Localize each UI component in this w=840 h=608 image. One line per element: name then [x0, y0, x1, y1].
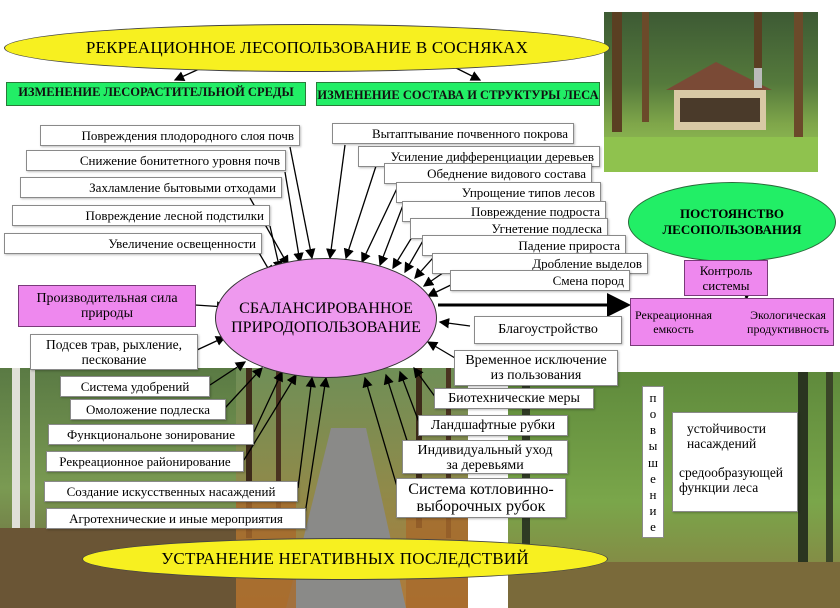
productive-force-line-1: Производительная сила	[36, 291, 178, 306]
center-ellipse: СБАЛАНСИРОВАННОЕ ПРИРОДОПОЛЬЗОВАНИЕ	[215, 258, 437, 378]
temp-exclusion-line-2: из пользования	[490, 368, 582, 383]
increase-letter: о	[649, 406, 657, 422]
recreational-capacity-line-1: Рекреационная	[635, 308, 713, 322]
control-line-1: Контроль	[699, 263, 753, 278]
increase-letter: и	[649, 502, 657, 518]
env-function-line-1: средообразующей	[679, 465, 784, 480]
center-line-2: ПРИРОДОПОЛЬЗОВАНИЕ	[231, 319, 421, 336]
left-impact-5: Увеличение освещенности	[4, 233, 262, 254]
increase-letter: п	[649, 390, 657, 405]
stability-line-2: насаждений	[687, 436, 757, 451]
individual-line-1: Индивидуальный уход	[417, 443, 553, 458]
biotech-box: Биотехнические меры	[434, 388, 594, 409]
increase-targets-box: устойчивости насаждений средообразующей …	[672, 412, 798, 512]
header-right: ИЗМЕНЕНИЕ СОСТАВА И СТРУКТУРЫ ЛЕСА	[316, 82, 600, 106]
recreational-capacity: Рекреационная емкость	[635, 308, 712, 336]
arrow-left-1	[289, 146, 316, 260]
left-measure-6: Агротехнические и иные мероприятия	[46, 508, 306, 529]
env-function-line-2: функции леса	[679, 480, 759, 495]
stability-line-1: устойчивости	[687, 421, 766, 436]
constancy-ellipse: ПОСТОЯНСТВО ЛЕСОПОЛЬЗОВАНИЯ	[628, 182, 836, 262]
landscape-box: Ландшафтные рубки	[418, 415, 568, 436]
temp-exclusion-line-1: Временное исключение	[465, 353, 607, 368]
right-impact-8: Дробление выделов	[432, 253, 648, 274]
increase-letter: ы	[648, 438, 658, 454]
footer-text: УСТРАНЕНИЕ НЕГАТИВНЫХ ПОСЛЕДСТВИЙ	[161, 549, 529, 568]
gazebo-illustration	[604, 12, 818, 172]
constancy-line-1: ПОСТОЯНСТВО	[679, 206, 785, 221]
left-impact-3: Захламление бытовыми отходами	[20, 177, 282, 198]
right-impact-9: Смена пород	[450, 270, 630, 291]
seeding-box: Подсев трав, рыхление, пескование	[30, 334, 198, 370]
footer-ellipse: УСТРАНЕНИЕ НЕГАТИВНЫХ ПОСЛЕДСТВИЙ	[82, 538, 608, 580]
capacity-box: Рекреационная емкость Экологическая прод…	[630, 298, 834, 346]
right-impact-7: Падение прироста	[422, 235, 626, 256]
productive-force-line-2: природы	[80, 306, 134, 321]
right-impact-1: Вытаптывание почвенного покрова	[332, 123, 574, 144]
increase-letter: е	[650, 470, 656, 486]
increase-letter: в	[649, 422, 657, 438]
cutting-line-1: Система котловинно-	[408, 481, 554, 498]
left-measure-5: Создание искусственных насаждений	[44, 481, 298, 502]
seeding-line-2: пескование	[81, 352, 147, 367]
header-left: ИЗМЕНЕНИЕ ЛЕСОРАСТИТЕЛЬНОЙ СРЕДЫ	[6, 82, 306, 106]
ecological-productivity-line-2: продуктивность	[747, 322, 829, 336]
title-ellipse: РЕКРЕАЦИОННОЕ ЛЕСОПОЛЬЗОВАНИЕ В СОСНЯКАХ	[4, 24, 610, 72]
left-impact-1: Повреждения плодородного слоя почв	[40, 125, 300, 146]
ecological-productivity: Экологическая продуктивность	[747, 308, 829, 336]
increase-letter: е	[650, 519, 656, 534]
left-impact-2: Снижение бонитетного уровня почв	[26, 150, 286, 171]
center-line-1: СБАЛАНСИРОВАННОЕ	[239, 300, 413, 317]
right-impact-4: Упрощение типов лесов	[396, 182, 601, 203]
improvement-box: Благоустройство	[474, 316, 622, 344]
individual-line-2: за деревьями	[446, 458, 524, 473]
temp-exclusion-box: Временное исключение из пользования	[454, 350, 618, 386]
control-box: Контроль системы	[684, 260, 768, 296]
productive-force-box: Производительная сила природы	[18, 285, 196, 327]
left-measure-1: Система удобрений	[60, 376, 210, 397]
title-text: РЕКРЕАЦИОННОЕ ЛЕСОПОЛЬЗОВАНИЕ В СОСНЯКАХ	[85, 38, 529, 57]
left-measure-2: Омоложение подлеска	[70, 399, 226, 420]
gazebo-photo	[604, 12, 818, 172]
constancy-line-2: ЛЕСОПОЛЬЗОВАНИЯ	[662, 222, 802, 237]
left-impact-4: Повреждение лесной подстилки	[12, 205, 270, 226]
left-measure-4: Рекреационное районирование	[46, 451, 244, 472]
individual-box: Индивидуальный уход за деревьями	[402, 440, 568, 474]
seeding-line-1: Подсев трав, рыхление,	[46, 337, 182, 352]
left-measure-3: Функциональоне зонирование	[48, 424, 254, 445]
cutting-box: Система котловинно- выборочных рубок	[396, 478, 566, 518]
control-line-2: системы	[702, 278, 750, 293]
increase-letter: ш	[647, 454, 658, 470]
cutting-line-2: выборочных рубок	[416, 498, 546, 515]
recreational-capacity-line-2: емкость	[653, 322, 694, 336]
ecological-productivity-line-1: Экологическая	[750, 308, 826, 322]
right-impact-3: Обеднение видового состава	[384, 163, 592, 184]
increase-letter: н	[649, 486, 657, 502]
